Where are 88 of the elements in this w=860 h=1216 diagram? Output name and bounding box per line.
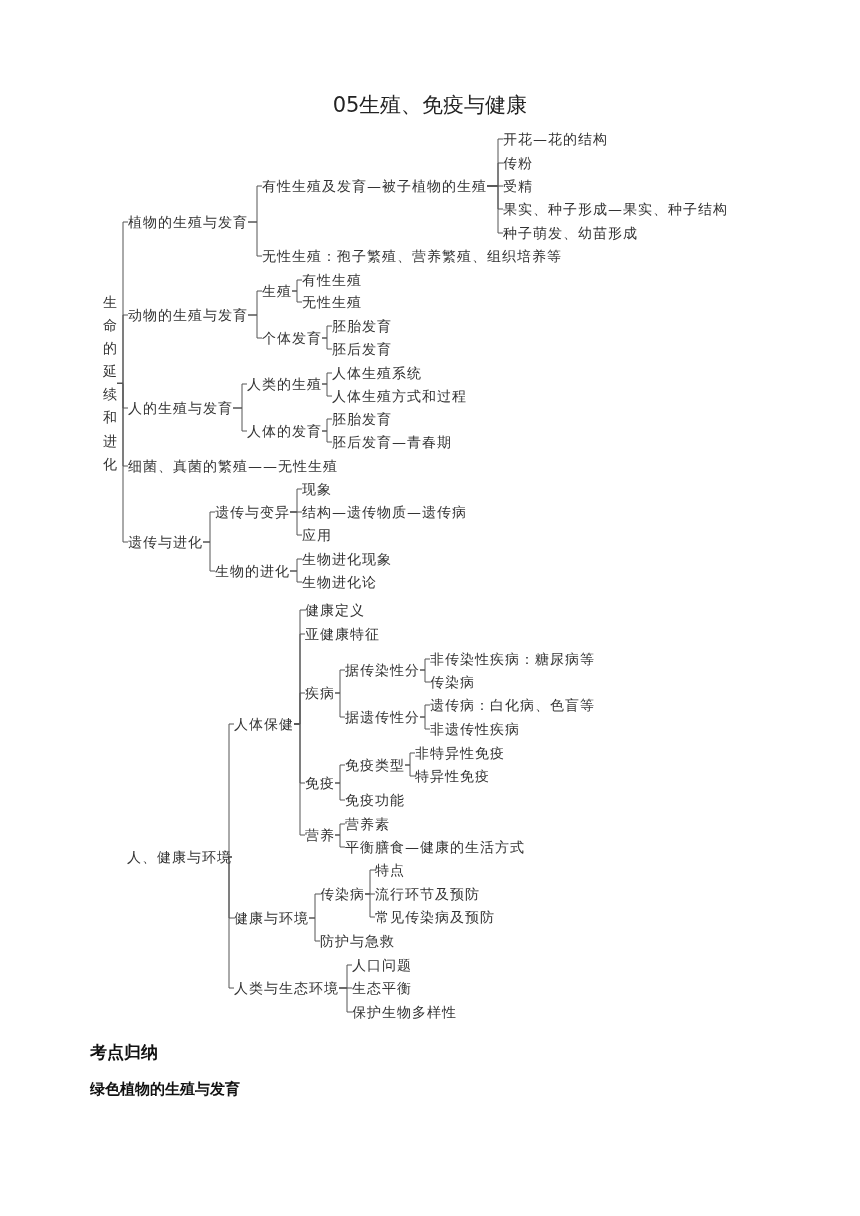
topic-label: 常见传染病及预防 (375, 908, 495, 926)
topic-label: 人体生殖系统 (332, 364, 422, 382)
bracket-connector (202, 541, 216, 572)
topic-label: 平衡膳食—健康的生活方式 (345, 838, 525, 856)
topic-label: 胚后发育—青春期 (332, 433, 452, 451)
topic-label: 生态平衡 (352, 979, 412, 997)
topic-label: 植物的生殖与发育 (128, 213, 248, 231)
topic-label: 人类与生态环境 (234, 979, 339, 997)
bracket-connector (321, 383, 333, 397)
topic-label: 遗传病：白化病、色盲等 (430, 696, 595, 714)
topic-label: 人、健康与环境 (127, 848, 232, 866)
topic-label: 健康与环境 (234, 909, 309, 927)
bracket-connector (232, 407, 248, 432)
topic-label: 非特异性免疫 (415, 744, 505, 762)
topic-label: 据传染性分 (345, 661, 420, 679)
bracket-connector (321, 430, 333, 443)
topic-label: 细菌、真菌的繁殖——无性生殖 (128, 457, 338, 475)
topic-label: 无性生殖 (302, 293, 362, 311)
topic-label: 个体发育 (262, 329, 322, 347)
bracket-connector (228, 723, 235, 858)
topic-label: 传染病 (430, 673, 475, 691)
topic-label: 人类的生殖 (247, 375, 322, 393)
bracket-connector (334, 834, 346, 848)
topic-label: 人体保健 (234, 715, 294, 733)
topic-label: 营养素 (345, 815, 390, 833)
diagram-title: 05生殖、免疫与健康 (331, 92, 529, 119)
topic-label: 据遗传性分 (345, 708, 420, 726)
topic-label: 防护与急救 (320, 932, 395, 950)
bracket-connector (247, 314, 263, 339)
topic-label: 应用 (302, 526, 332, 544)
bracket-connector (338, 987, 353, 1013)
topic-label: 种子萌发、幼苗形成 (503, 224, 638, 242)
bracket-connector (419, 669, 431, 683)
bracket-connector (321, 337, 333, 350)
bracket-connector (404, 764, 416, 777)
bracket-connector (293, 723, 306, 836)
topic-label: 营养 (305, 826, 335, 844)
topic-label: 无性生殖：孢子繁殖、营养繁殖、组织培养等 (262, 247, 562, 265)
bracket-connector (486, 185, 504, 234)
topic-label: 免疫功能 (345, 791, 405, 809)
topic-label: 有性生殖 (302, 271, 362, 289)
topic-label: 受精 (503, 177, 533, 195)
bracket-connector (291, 290, 303, 303)
bracket-connector (334, 782, 346, 801)
topic-label: 疾病 (305, 684, 335, 702)
topic-label: 特点 (375, 861, 405, 879)
bracket-connector (334, 692, 346, 718)
topic-label: 生物进化论 (302, 573, 377, 591)
topic-label: 非传染性疾病：糖尿病等 (430, 650, 595, 668)
topic-label: 传染病 (320, 885, 365, 903)
topic-label: 人体生殖方式和过程 (332, 387, 467, 405)
topic-label: 动物的生殖与发育 (128, 306, 248, 324)
topic-label: 结构—遗传物质—遗传病 (302, 503, 467, 521)
topic-label: 流行环节及预防 (375, 885, 480, 903)
topic-label: 生命的延续和进化 (103, 291, 117, 476)
topic-label: 生物的进化 (215, 562, 290, 580)
bracket-connector (308, 917, 321, 942)
bracket-connector (364, 893, 376, 918)
section-heading: 考点归纳 (90, 1041, 158, 1064)
topic-label: 遗传与变异 (215, 503, 290, 521)
topic-label: 遗传与进化 (128, 533, 203, 551)
topic-label: 免疫类型 (345, 756, 405, 774)
topic-label: 胚胎发育 (332, 317, 392, 335)
topic-label: 果实、种子形成—果实、种子结构 (503, 200, 728, 218)
topic-label: 传粉 (503, 154, 533, 172)
topic-label: 生物进化现象 (302, 550, 392, 568)
topic-label: 现象 (302, 480, 332, 498)
topic-label: 特异性免疫 (415, 767, 490, 785)
topic-label: 人口问题 (352, 956, 412, 974)
topic-label: 保护生物多样性 (352, 1003, 457, 1021)
bracket-connector (228, 856, 235, 989)
topic-label: 胚后发育 (332, 340, 392, 358)
bracket-connector (247, 221, 263, 257)
topic-label: 开花—花的结构 (503, 130, 608, 148)
bracket-connector (289, 511, 303, 536)
topic-label: 人的生殖与发育 (128, 399, 233, 417)
topic-label: 有性生殖及发育—被子植物的生殖 (262, 177, 487, 195)
topic-label: 胚胎发育 (332, 410, 392, 428)
topic-label: 生殖 (262, 282, 292, 300)
section-heading: 绿色植物的生殖与发育 (90, 1079, 240, 1100)
topic-label: 免疫 (305, 774, 335, 792)
topic-label: 非遗传性疾病 (430, 720, 520, 738)
topic-label: 亚健康特征 (305, 625, 380, 643)
bracket-connector (116, 382, 129, 543)
topic-label: 健康定义 (305, 601, 365, 619)
bracket-connector (419, 716, 431, 730)
bracket-connector (289, 570, 303, 583)
topic-label: 人体的发育 (247, 422, 322, 440)
